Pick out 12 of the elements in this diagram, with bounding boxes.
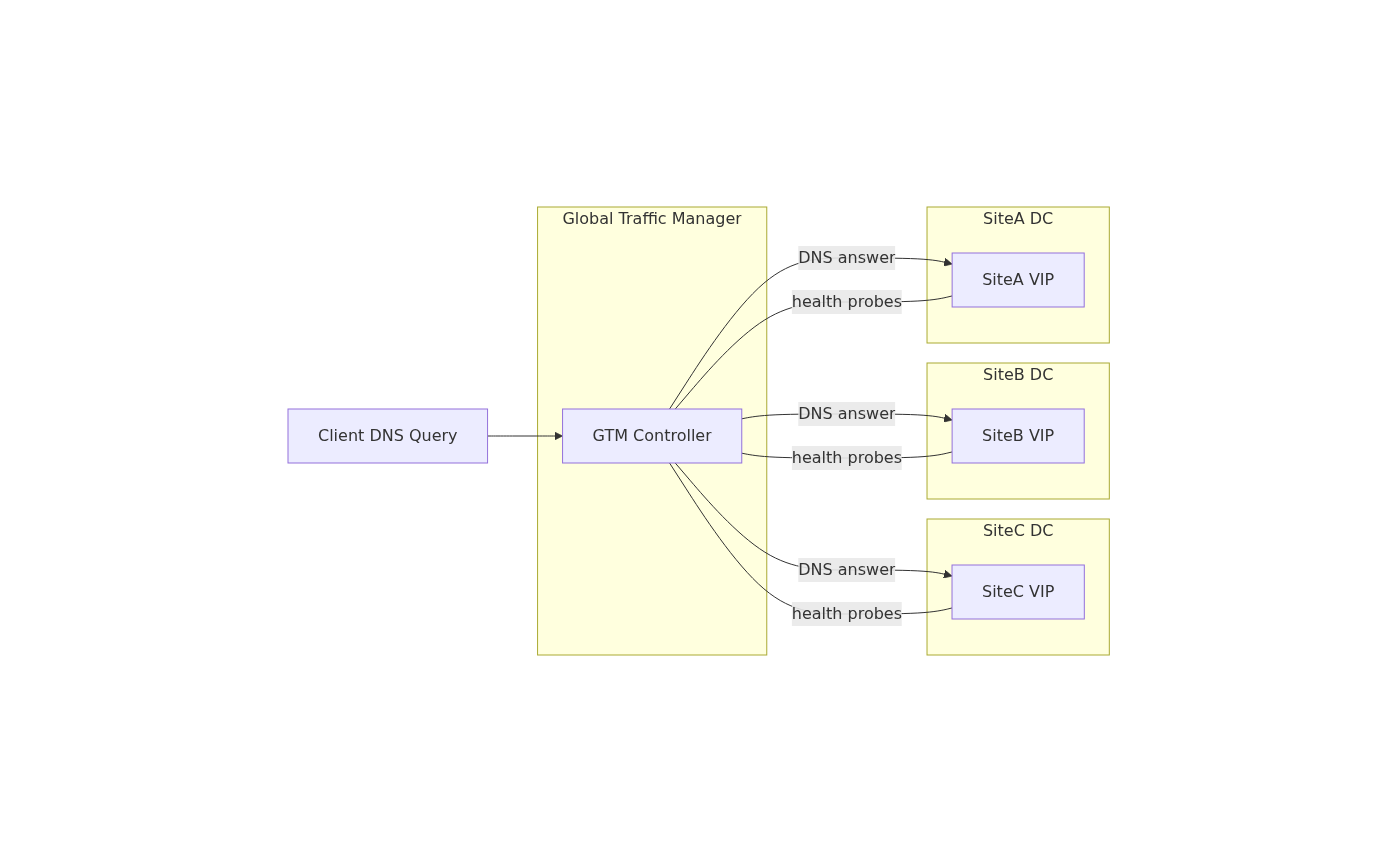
edge-label: DNS answer (798, 560, 896, 579)
edge-label: health probes (791, 604, 902, 623)
node-box: SiteB VIP (951, 408, 1085, 464)
node-box: GTM Controller (561, 408, 743, 464)
arrow (486, 431, 563, 441)
edge-label: health probes (791, 448, 902, 467)
node-box: SiteA VIP (951, 252, 1085, 308)
node-box: SiteC VIP (951, 564, 1085, 620)
edge-label: DNS answer (798, 404, 896, 423)
edge-label: health probes (791, 292, 902, 311)
node-box: Client DNS Query (287, 408, 488, 464)
edge-label: DNS answer (798, 248, 896, 267)
